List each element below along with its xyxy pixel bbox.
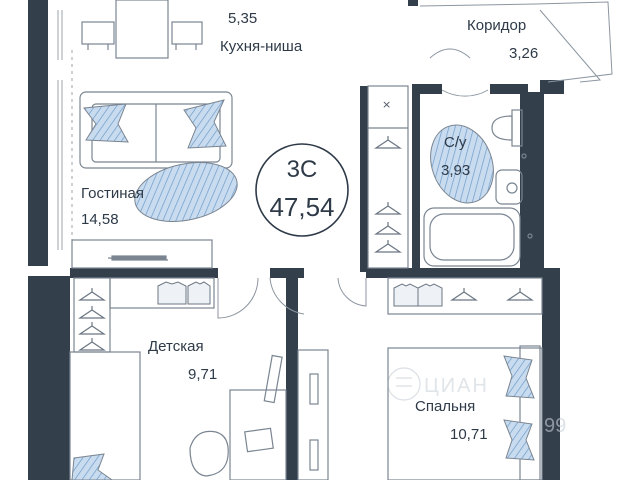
dining-set (81, 0, 203, 59)
door-swings (217, 1, 613, 319)
chair-right (171, 21, 203, 45)
wall-top-right (408, 0, 418, 6)
wall-bath-left (412, 90, 420, 272)
hanger-icons-bedroom (450, 288, 534, 301)
bathroom-fixtures (423, 109, 533, 267)
folded-clothes-icons-kids (157, 281, 211, 305)
bathtub (423, 207, 521, 267)
wall-mid-horizontal-a (70, 268, 218, 278)
close-mark-icon: × (382, 98, 391, 111)
corridor-area: 3,26 (509, 45, 539, 62)
bedroom-area: 10,71 (450, 426, 488, 443)
bedroom-name: Спальня (415, 398, 476, 415)
chair-left (81, 21, 115, 45)
apartment-type: 3С (286, 156, 318, 183)
folded-clothes-icons-bedroom (393, 283, 443, 307)
living-area: 14,58 (81, 211, 119, 228)
watermark-text: ЦИАН (424, 375, 489, 397)
bedroom-wardrobe (387, 277, 543, 315)
kids-desk (189, 354, 287, 480)
wall-right-upper (520, 92, 544, 278)
kids-name: Детская (148, 338, 204, 355)
wall-left-lower (28, 276, 70, 480)
walls (28, 0, 564, 480)
hanger-icons-kids (78, 288, 106, 351)
bed-pillow-bottom (503, 419, 535, 461)
wall-right-stub (540, 80, 564, 94)
living-rug (134, 162, 238, 222)
wall-left-upper (28, 0, 48, 266)
dining-table (115, 0, 169, 59)
corridor-name: Коридор (467, 17, 527, 34)
bath-mat (430, 124, 494, 204)
kids-bed (69, 351, 141, 480)
sofa-cushion-right (183, 99, 227, 149)
wall-bath-top-right (490, 84, 528, 94)
wall-bath-top (412, 84, 442, 94)
bed-pillow-top (503, 355, 535, 399)
double-bed (387, 345, 543, 480)
sofa-cushion-left (83, 103, 129, 143)
kids-pillow (71, 453, 113, 480)
kitchen-name: Кухня-ниша (220, 38, 303, 55)
wall-kids-right (286, 270, 298, 480)
toilet-bowl (491, 115, 513, 141)
kids-area: 9,71 (188, 366, 218, 383)
watermark-digits: 99 (544, 415, 566, 437)
wall-corridor-left (360, 86, 368, 272)
closet-column (297, 349, 329, 480)
sink (495, 169, 523, 205)
tv-stand (71, 239, 213, 269)
wall-right-lower (542, 268, 560, 480)
bathroom-area: 3,93 (441, 162, 471, 179)
total-area: 47,54 (269, 192, 335, 222)
hanger-icons-corridor (374, 136, 402, 253)
wall-top-left (28, 0, 44, 10)
total-area-circle (255, 143, 349, 237)
window-left (57, 10, 73, 256)
wall-mid-horizontal-c (366, 268, 542, 278)
bathroom-name: С/у (444, 134, 467, 151)
living-name: Гостиная (81, 185, 144, 202)
kitchen-area: 5,35 (228, 10, 258, 27)
corridor-wardrobe (367, 85, 409, 269)
watermark-logo (387, 367, 421, 401)
